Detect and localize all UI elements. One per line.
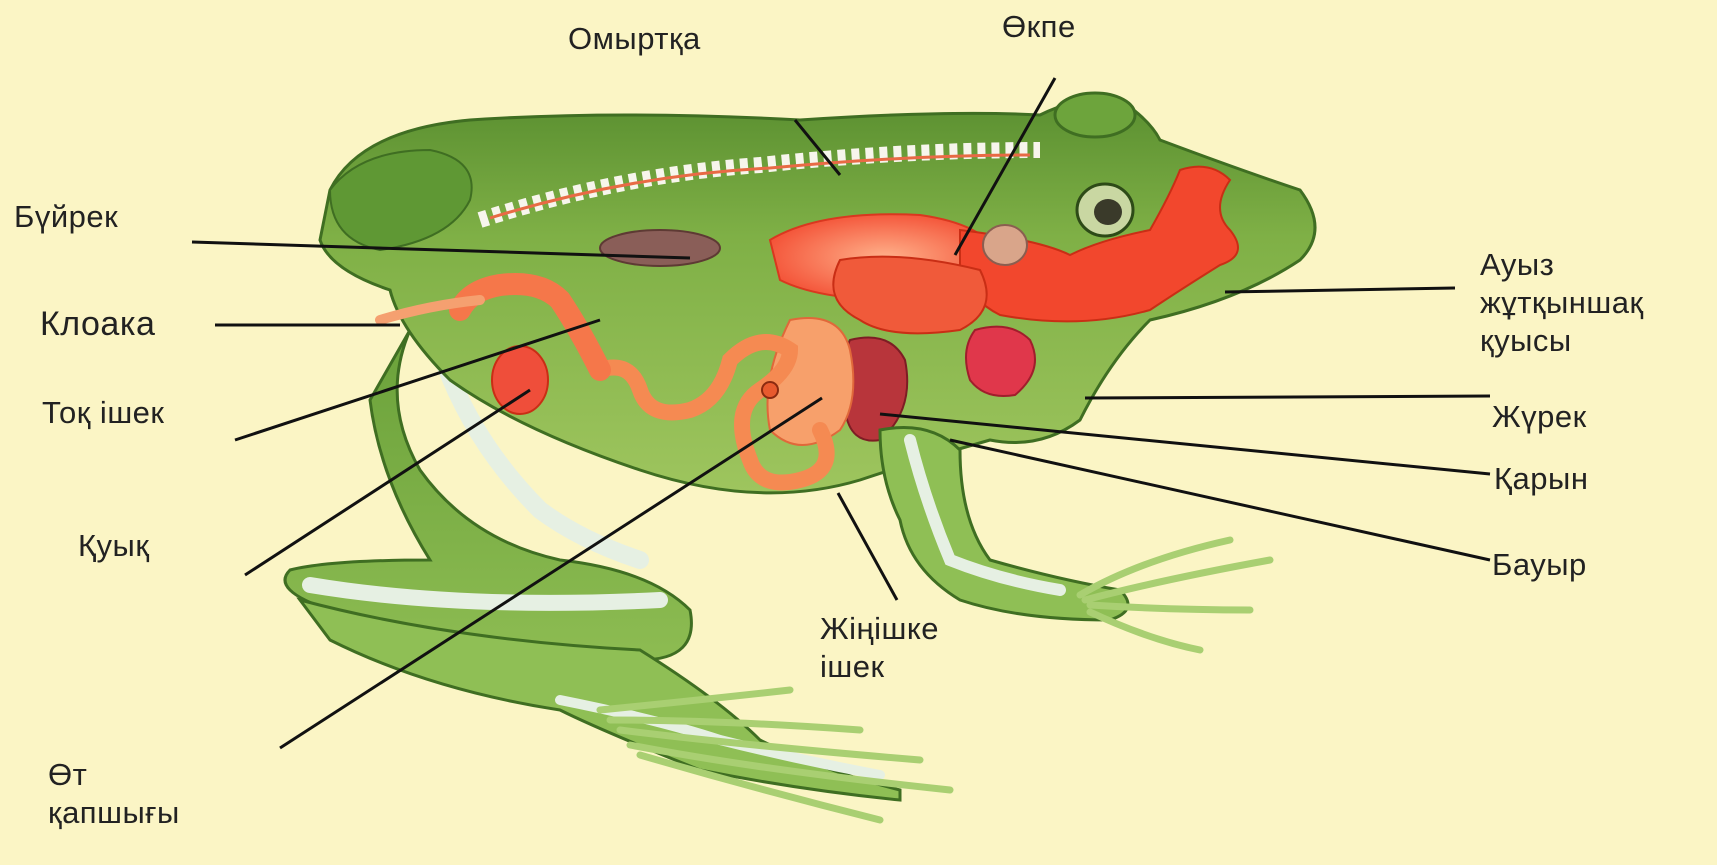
label-gallbladder-line2: қапшығы	[48, 794, 180, 832]
label-cloaca: Клоака	[40, 305, 155, 343]
label-mouth-pharynx: Ауыз жұтқыншақ қуысы	[1480, 246, 1644, 360]
label-gallbladder-line1: Өт	[48, 756, 180, 794]
label-stomach: Қарын	[1494, 460, 1588, 498]
bladder-organ	[492, 346, 548, 414]
leader-mouth	[1225, 288, 1455, 292]
label-bladder: Қуық	[78, 527, 149, 565]
label-small-intestine-line1: Жіңішке	[820, 610, 939, 648]
gallbladder-organ	[762, 382, 778, 398]
heart-organ	[966, 327, 1035, 396]
kidney-organ	[600, 230, 720, 266]
label-kidney: Бүйрек	[14, 198, 118, 236]
label-heart: Жүрек	[1492, 398, 1587, 436]
label-small-intestine-line2: ішек	[820, 648, 939, 686]
leader-small-intestine	[838, 493, 897, 600]
label-mouth-line2: жұтқыншақ	[1480, 284, 1644, 322]
label-gallbladder: Өт қапшығы	[48, 756, 180, 832]
label-small-intestine: Жіңішке ішек	[820, 610, 939, 686]
label-mouth-line1: Ауыз	[1480, 246, 1644, 284]
label-mouth-line3: қуысы	[1480, 322, 1644, 360]
label-spine: Омыртқа	[568, 20, 701, 58]
label-liver: Бауыр	[1492, 546, 1587, 584]
label-large-intestine: Тоқ ішек	[42, 394, 165, 432]
leader-heart	[1085, 396, 1490, 398]
label-lung: Өкпе	[1002, 8, 1076, 46]
